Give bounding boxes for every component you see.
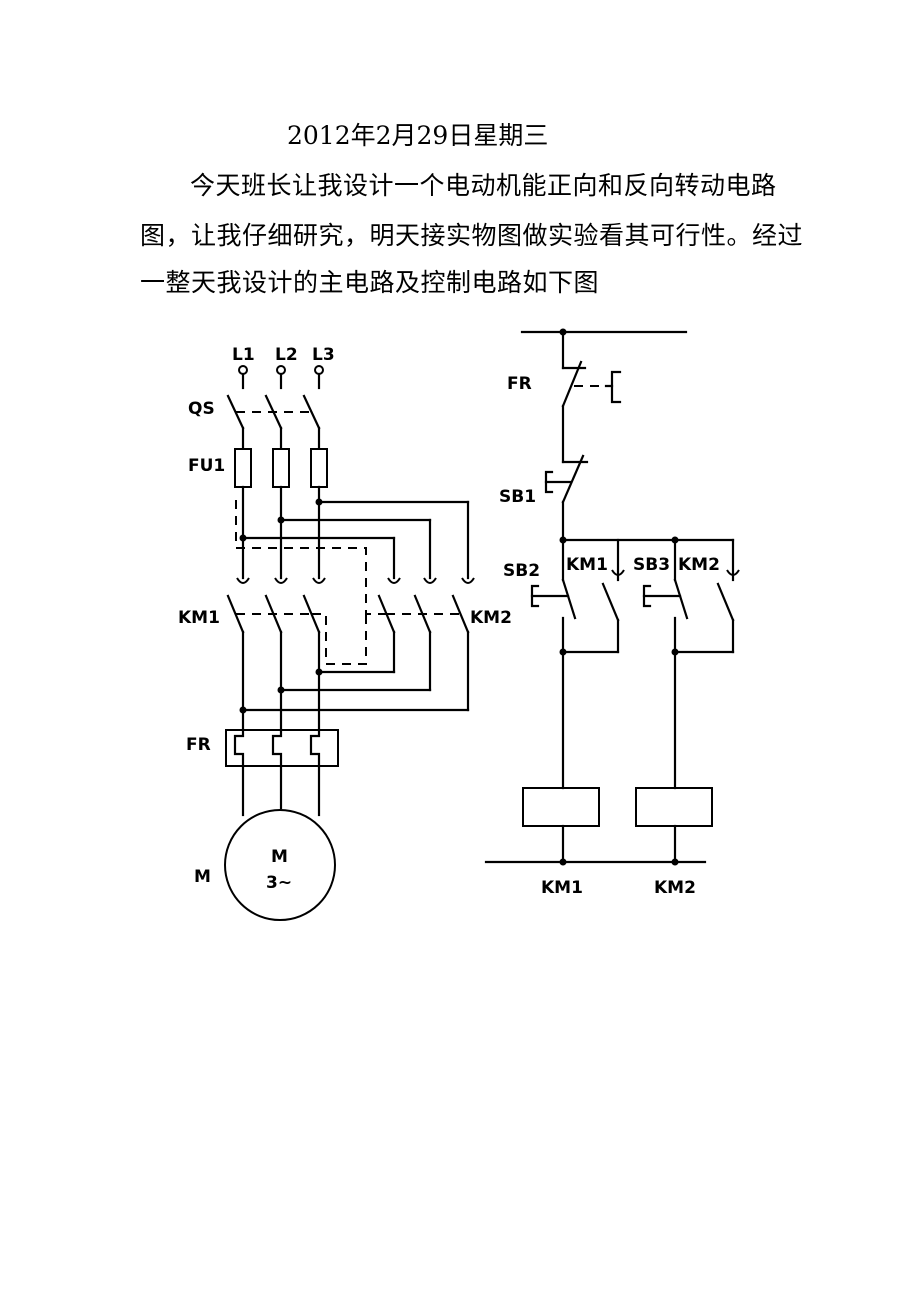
label-sb2: SB2 [503,561,540,581]
supply-terminals [238,365,324,390]
paragraph-line-2: 图，让我仔细研究，明天接实物图做实验看其可行性。经过 [140,221,804,250]
label-l1: L1 [232,345,255,365]
fu1-fuses [234,448,328,488]
label-km2-main: KM2 [470,608,512,628]
main-bus-wires [239,485,470,580]
label-l3: L3 [312,345,335,365]
label-qs: QS [188,399,215,419]
label-fr-control: FR [507,374,532,394]
label-km1-main: KM1 [178,608,220,628]
label-km2-contact: KM2 [678,555,720,575]
paragraph-line-1: 今天班长让我设计一个电动机能正向和反向转动电路 [190,171,777,200]
km1-coil [522,787,600,866]
label-coil-km2: KM2 [654,878,696,898]
interlock-dashed-links [235,500,386,665]
sb2-forward-branch [530,538,625,790]
label-fr-main: FR [186,735,211,755]
label-coil-km1: KM1 [541,878,583,898]
motor: M 3~ [224,809,336,921]
fr-nc-contact [561,360,622,464]
motor-name: M [271,847,288,867]
km-main-contacts [226,577,475,634]
label-sb3: SB3 [633,555,670,575]
motor-phase: 3~ [266,873,292,893]
sb3-reverse-branch [642,538,740,790]
lower-wires [239,630,470,732]
main-circuit: L1 L2 L3 QS FU1 [178,345,512,921]
qs-isolator-switch [226,394,321,450]
label-sb1: SB1 [499,487,536,507]
label-motor-side: M [194,867,211,887]
control-circuit: FR SB1 SB2 KM1 [484,328,740,898]
sb1-stop-button [544,454,589,542]
label-l2: L2 [275,345,298,365]
fr-thermal-relay [225,728,339,817]
paragraph-line-3: 一整天我设计的主电路及控制电路如下图 [140,268,600,297]
label-fu1: FU1 [188,456,225,476]
label-km1-contact: KM1 [566,555,608,575]
document-date: 2012年2月29日星期三 [287,121,549,150]
km2-coil [635,787,713,866]
